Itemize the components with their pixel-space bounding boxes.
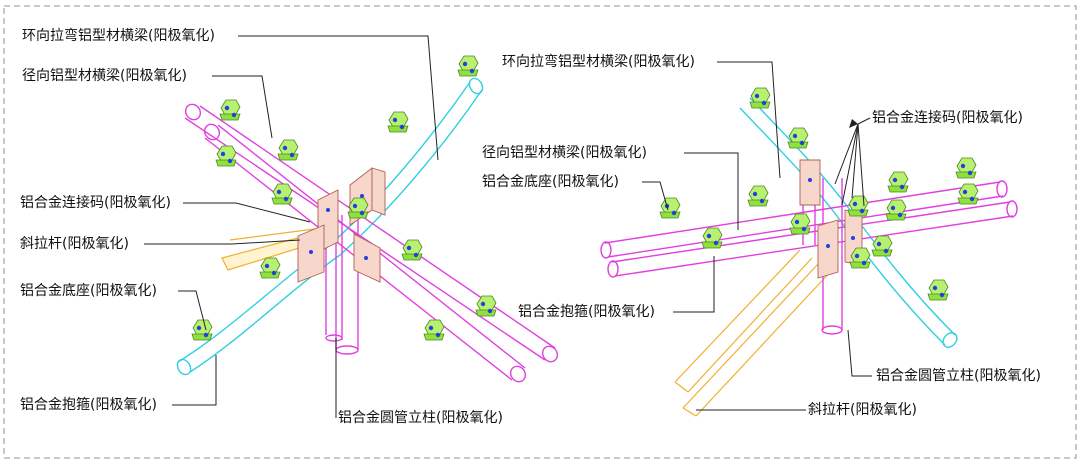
- right-assembly: [600, 87, 1018, 417]
- left-base-label: 铝合金底座(阳极氧化): [20, 283, 157, 299]
- right-connector-label: 铝合金连接码(阳极氧化): [872, 110, 1023, 126]
- right-ring-beam-label: 环向拉弯铝型材横梁(阳极氧化): [502, 54, 695, 70]
- left-connector-label: 铝合金连接码(阳极氧化): [20, 195, 171, 211]
- left-radial-beam-label: 径向铝型材横梁(阳极氧化): [22, 68, 187, 84]
- left-clamps: [191, 55, 497, 341]
- right-connectors: [799, 159, 863, 279]
- right-column-label: 铝合金圆管立柱(阳极氧化): [876, 368, 1041, 384]
- left-column-label: 铝合金圆管立柱(阳极氧化): [338, 410, 503, 426]
- drawing-frame: [3, 5, 1077, 459]
- left-brace-label: 斜拉杆(阳极氧化): [20, 236, 129, 252]
- leader-arrows: [849, 119, 858, 128]
- left-clamp-label: 铝合金抱箍(阳极氧化): [20, 397, 157, 413]
- right-radial-beam-label: 径向铝型材横梁(阳极氧化): [482, 145, 647, 161]
- right-base-label: 铝合金底座(阳极氧化): [482, 174, 619, 190]
- right-brace: [674, 249, 833, 417]
- left-ring-beam-label: 环向拉弯铝型材横梁(阳极氧化): [22, 28, 215, 44]
- right-clamp-label: 铝合金抱箍(阳极氧化): [518, 304, 655, 320]
- leader-lines: [144, 35, 872, 418]
- right-brace-label: 斜拉杆(阳极氧化): [808, 402, 917, 418]
- left-assembly: [176, 55, 559, 383]
- left-connectors: [297, 167, 386, 283]
